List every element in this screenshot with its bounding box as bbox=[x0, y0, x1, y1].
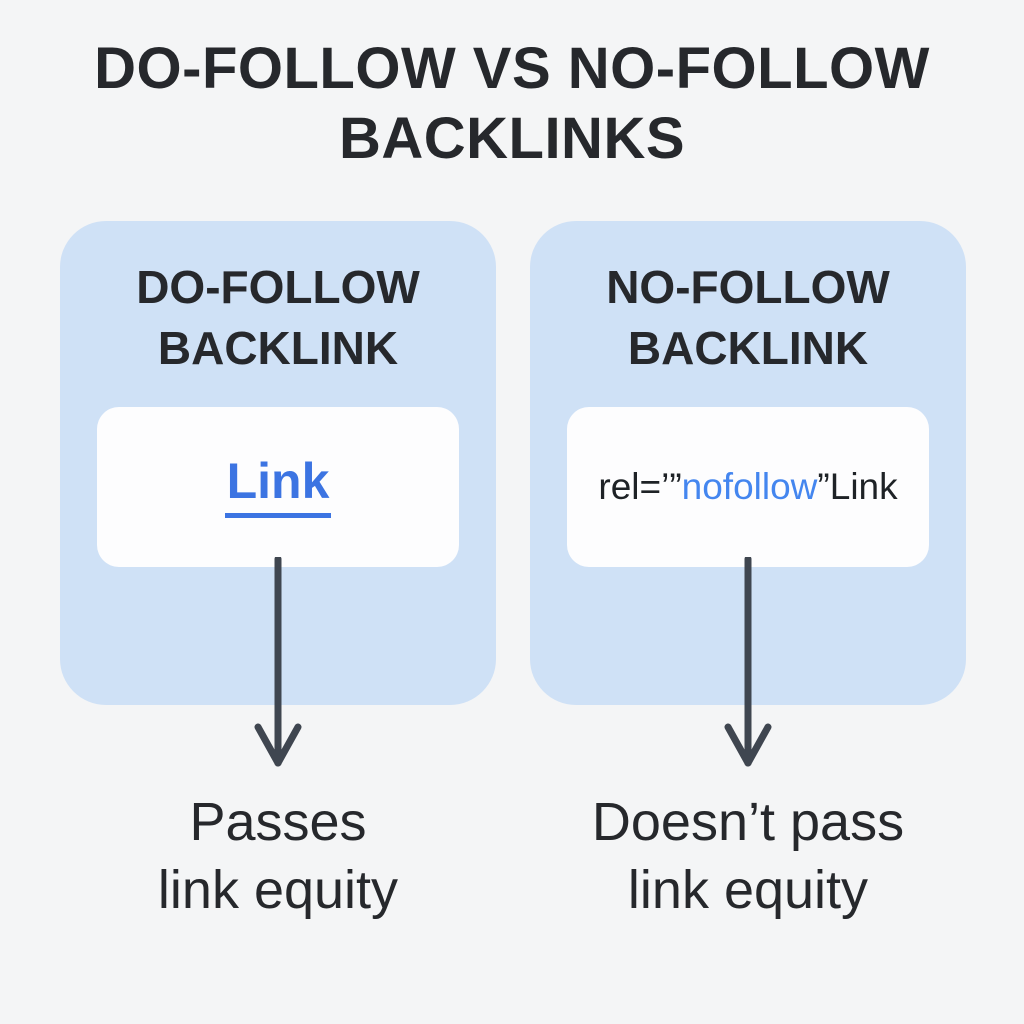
code-suffix: ”Link bbox=[817, 466, 898, 508]
nofollow-code-snippet: rel=’”nofollow”Link bbox=[598, 468, 897, 505]
cards-row: DO-FOLLOW BACKLINK Link Passes link equi… bbox=[0, 221, 1024, 924]
hyperlink-text: Link bbox=[224, 456, 332, 518]
down-arrow-icon bbox=[254, 557, 302, 767]
dofollow-link-box: Link bbox=[97, 406, 459, 567]
nofollow-code-box: rel=’”nofollow”Link bbox=[567, 406, 929, 567]
code-prefix: rel=’” bbox=[598, 466, 682, 508]
nofollow-column: NO-FOLLOW BACKLINK rel=’”nofollow”Link D… bbox=[530, 221, 966, 924]
code-nofollow-attribute: nofollow bbox=[681, 466, 818, 508]
dofollow-result-label: Passes link equity bbox=[157, 792, 399, 920]
nofollow-result-label: Doesn’t pass link equity bbox=[591, 792, 905, 920]
nofollow-card-heading: NO-FOLLOW BACKLINK bbox=[606, 261, 890, 374]
page-title: DO-FOLLOW VS NO-FOLLOW BACKLINKS bbox=[94, 36, 930, 171]
dofollow-card-heading: DO-FOLLOW BACKLINK bbox=[136, 261, 420, 374]
dofollow-column: DO-FOLLOW BACKLINK Link Passes link equi… bbox=[60, 221, 496, 924]
down-arrow-icon bbox=[724, 557, 772, 767]
